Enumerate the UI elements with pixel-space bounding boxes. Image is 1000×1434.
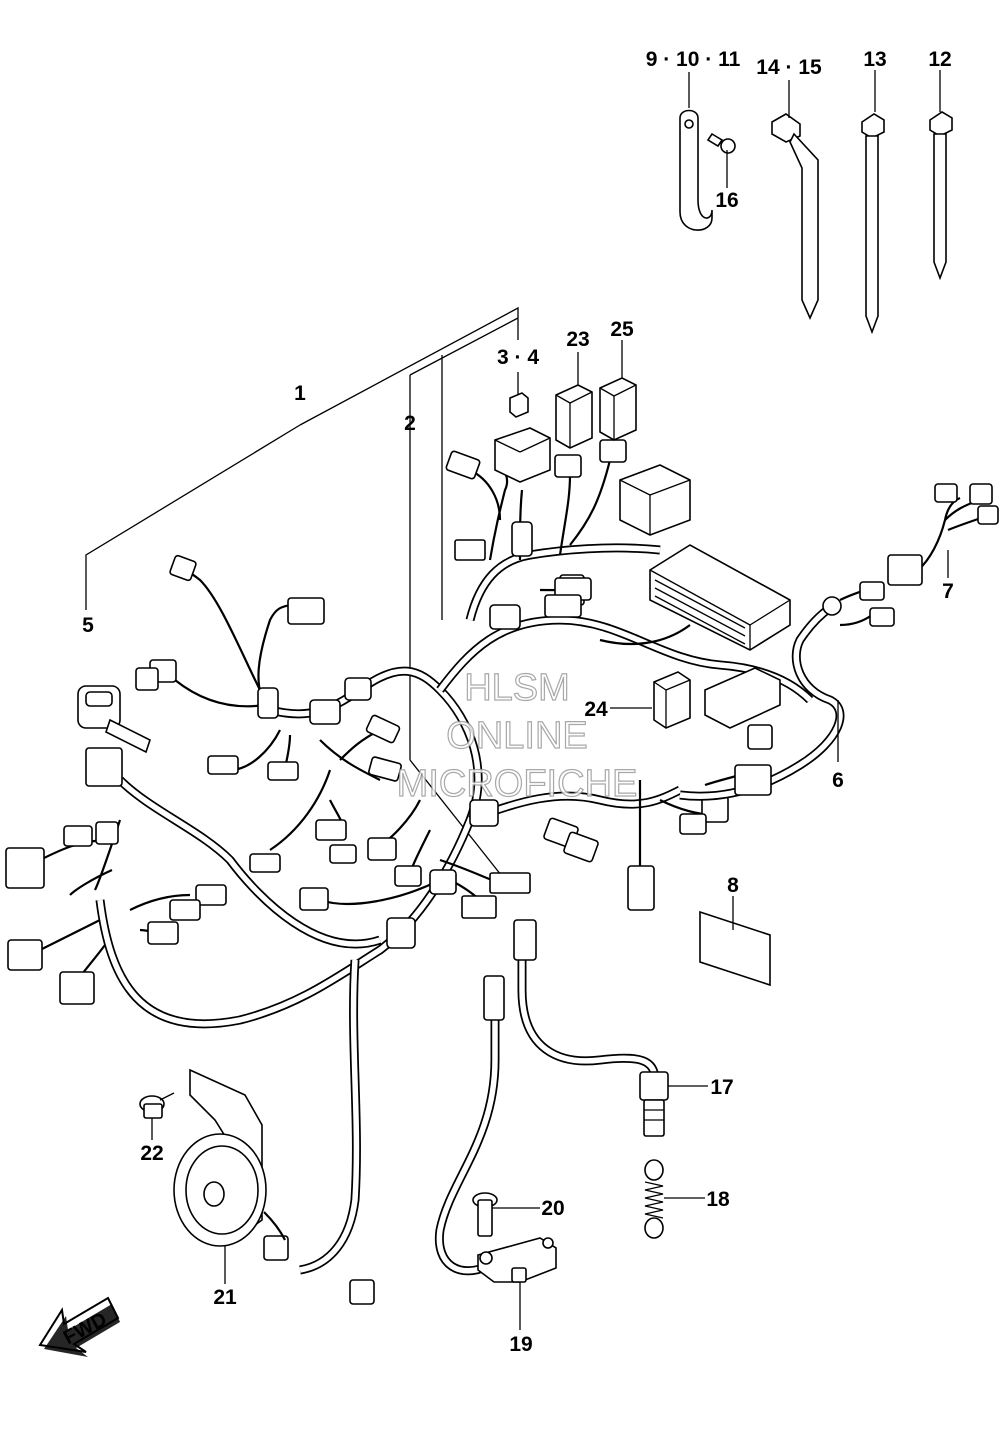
part-22-bolt[interactable] bbox=[139, 1092, 175, 1119]
part-5-sensor[interactable] bbox=[77, 685, 151, 754]
fuse-holder bbox=[494, 427, 551, 483]
part-18-spring[interactable] bbox=[644, 1159, 664, 1239]
part-6-sub-harness[interactable] bbox=[679, 581, 895, 801]
part-8-plate[interactable] bbox=[699, 910, 771, 987]
callout-14-15[interactable]: 14 · 15 bbox=[756, 56, 822, 79]
callout-5[interactable]: 5 bbox=[82, 614, 94, 637]
part-19-sensor[interactable] bbox=[434, 975, 557, 1283]
callout-6[interactable]: 6 bbox=[832, 769, 844, 792]
callout-2[interactable]: 2 bbox=[404, 412, 416, 435]
callout-1[interactable]: 1 bbox=[294, 382, 306, 405]
callout-24[interactable]: 24 bbox=[584, 698, 608, 721]
callout-3-4[interactable]: 3 · 4 bbox=[497, 346, 539, 369]
callout-22[interactable]: 22 bbox=[140, 1142, 163, 1165]
callout-7[interactable]: 7 bbox=[942, 580, 954, 603]
fwd-arrow-badge: FWD bbox=[38, 1296, 120, 1357]
part-16-screw[interactable] bbox=[706, 132, 736, 154]
callout-20[interactable]: 20 bbox=[541, 1197, 564, 1220]
callout-16[interactable]: 16 bbox=[715, 189, 738, 212]
callout-13[interactable]: 13 bbox=[863, 48, 886, 71]
part-3-4-fuse[interactable] bbox=[509, 392, 529, 418]
part-24-socket bbox=[704, 667, 781, 729]
callout-25[interactable]: 25 bbox=[610, 318, 634, 341]
part-23-relay[interactable] bbox=[555, 384, 593, 449]
watermark: HLSM ONLINE MICROFICHE bbox=[396, 666, 638, 805]
watermark-line-3: MICROFICHE bbox=[397, 763, 638, 805]
part-20-bolt[interactable] bbox=[472, 1192, 498, 1237]
part-17-switch[interactable] bbox=[513, 919, 669, 1137]
watermark-line-2: ONLINE bbox=[446, 715, 587, 757]
assembly-leaders bbox=[85, 306, 519, 881]
harness-connectors bbox=[5, 439, 729, 1305]
part-14-tie[interactable] bbox=[771, 113, 819, 320]
callout-21[interactable]: 21 bbox=[213, 1286, 237, 1309]
callout-23[interactable]: 23 bbox=[566, 328, 589, 351]
part-9-clamp[interactable] bbox=[679, 109, 713, 231]
part-7-harness[interactable] bbox=[887, 483, 999, 586]
part-13-tie[interactable] bbox=[861, 113, 885, 335]
callout-18[interactable]: 18 bbox=[706, 1188, 730, 1211]
part-24-relay[interactable] bbox=[653, 671, 691, 729]
fuse-relay-box bbox=[619, 464, 691, 536]
callout-leaders bbox=[151, 70, 949, 1330]
watermark-line-1: HLSM bbox=[464, 667, 570, 709]
callout-labels: 1 2 3 · 4 5 6 7 8 9 · 10 · 11 12 13 14 ·… bbox=[82, 48, 954, 1356]
callout-17[interactable]: 17 bbox=[710, 1076, 733, 1099]
part-21-horn[interactable] bbox=[173, 1068, 286, 1247]
callout-8[interactable]: 8 bbox=[727, 874, 739, 897]
callout-9-10-11[interactable]: 9 · 10 · 11 bbox=[646, 48, 741, 71]
callout-19[interactable]: 19 bbox=[509, 1333, 532, 1356]
ecu-connector-block bbox=[649, 544, 791, 651]
callout-12[interactable]: 12 bbox=[928, 48, 951, 71]
part-25-relay[interactable] bbox=[599, 377, 637, 441]
part-12-tie[interactable] bbox=[929, 111, 953, 281]
